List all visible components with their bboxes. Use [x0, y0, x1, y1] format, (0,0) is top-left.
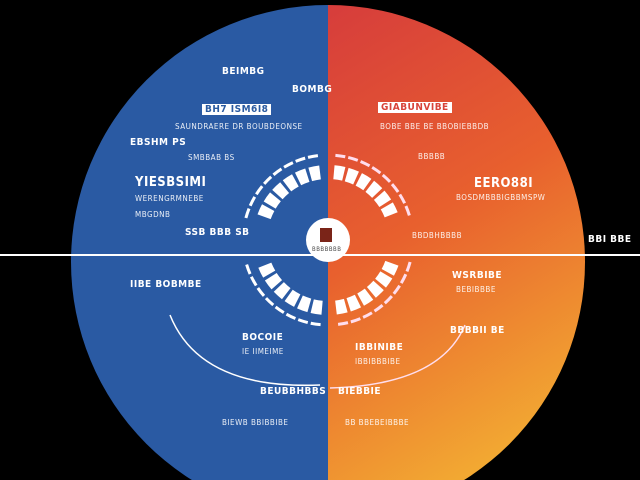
- label: BH7 ISM6I8: [202, 104, 272, 115]
- ring-arc: [244, 261, 321, 327]
- label: YIESBSIMI: [135, 175, 207, 190]
- label: BBI BBE: [588, 234, 632, 245]
- ring-arc: [257, 260, 323, 315]
- label: BEUBBHBBS: [260, 386, 327, 397]
- label: BIEWB BBIBBIBE: [222, 418, 289, 427]
- ring-arc: [335, 261, 412, 327]
- label: WSRBIBE: [452, 270, 503, 281]
- label: SSB BBB SB: [185, 227, 250, 238]
- label: BBDBHBBBB: [412, 231, 463, 240]
- label: SMBBAB BS: [188, 153, 235, 162]
- ring-arc: [333, 260, 399, 315]
- label: WERENGRMNEBE: [135, 194, 204, 203]
- label: IIBE BOBMBE: [130, 279, 202, 290]
- label: BIEBBIE: [338, 386, 382, 397]
- label: SAUNDRAERE DR BOUBDEONSE: [175, 122, 303, 131]
- center-label: BBBBBBB: [312, 246, 342, 253]
- label: IBBIBBBIBE: [355, 357, 401, 366]
- label: MBGDNB: [135, 210, 171, 219]
- label: BOBE BBE BE BBOBIEBBDB: [380, 122, 490, 131]
- ring-arc: [335, 153, 412, 219]
- label: BOSDMBBBIGBBMSPW: [456, 193, 546, 202]
- label: BEIMBG: [222, 66, 265, 77]
- label: BOMBG: [292, 84, 333, 95]
- ring-arc: [244, 153, 321, 219]
- center-rings: [244, 153, 412, 327]
- label: BBBBB: [418, 152, 446, 161]
- right-arc: [329, 324, 466, 389]
- label: IBBINIBE: [355, 342, 404, 353]
- ring-arc: [257, 165, 323, 220]
- label: GIABUNVIBE: [378, 102, 452, 113]
- left-half: [71, 5, 328, 480]
- label: BOCOIE: [242, 332, 284, 343]
- center-square-icon: [320, 228, 332, 242]
- ring-arc: [333, 165, 399, 220]
- label: EBSHM PS: [130, 137, 187, 148]
- label: EERO88I: [474, 176, 534, 191]
- label: BEBIBBBE: [456, 285, 496, 294]
- label: IE IIMEIME: [242, 347, 284, 356]
- left-arc: [169, 314, 321, 387]
- label: BB BBEBEIBBBE: [345, 418, 410, 427]
- label: BBBBII BE: [450, 325, 505, 336]
